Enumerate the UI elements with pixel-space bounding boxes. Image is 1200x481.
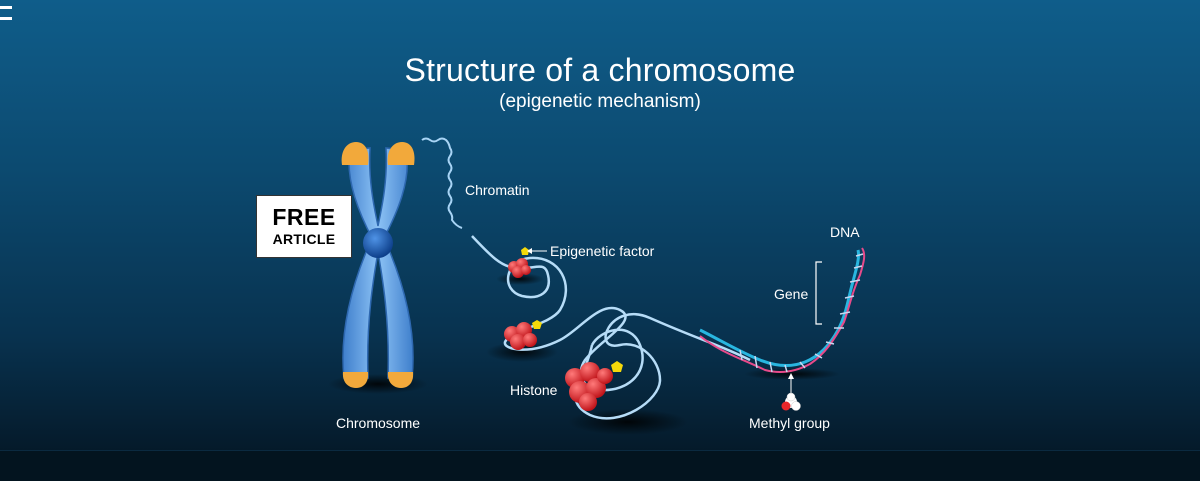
badge-line-2: ARTICLE [272, 231, 336, 247]
gene-label: Gene [774, 286, 809, 302]
epigenetic-factor-2 [532, 320, 542, 329]
chromatin-squiggle [421, 137, 463, 229]
chromatin-fiber-2 [574, 312, 751, 420]
histone-shadow-3 [568, 409, 688, 435]
methyl-group-label: Methyl group [749, 415, 830, 431]
dna-label: DNA [830, 224, 860, 240]
epigenetic-factor-label: Epigenetic factor [550, 243, 655, 259]
dna-helix [699, 247, 866, 373]
histone-1 [508, 258, 531, 278]
chromosome-icon [341, 142, 415, 388]
centromere [363, 228, 393, 258]
badge-line-1: FREE [272, 204, 336, 230]
histone-3 [565, 362, 613, 411]
footer-bar [0, 450, 1200, 481]
methyl-group-icon [781, 392, 801, 411]
free-article-badge[interactable]: FREE ARTICLE [256, 195, 352, 258]
diagram-title: Structure of a chromosome [404, 52, 796, 88]
histone-label: Histone [510, 382, 558, 398]
histone-2 [504, 322, 537, 350]
chromatin-label: Chromatin [465, 182, 530, 198]
diagram-subtitle: (epigenetic mechanism) [499, 91, 701, 112]
gene-bracket [815, 261, 822, 325]
chromosome-shadow [328, 374, 428, 394]
menu-icon[interactable] [0, 6, 12, 32]
epigenetic-factor-1 [521, 247, 529, 255]
epigenetic-factor-3 [611, 361, 623, 372]
chromosome-label: Chromosome [336, 415, 421, 431]
